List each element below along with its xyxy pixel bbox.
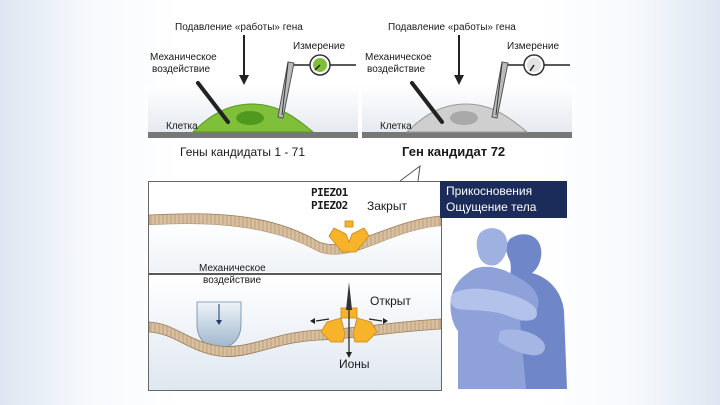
meter-needle xyxy=(529,64,535,72)
panel-candidates-1-71: Подавление «работы» гена Механическое во… xyxy=(148,5,358,165)
mechanical-label-line2: воздействие xyxy=(152,64,211,75)
touch-line1: Прикосновения xyxy=(446,184,533,198)
caption-candidate-72: Ген кандидат 72 xyxy=(402,144,506,159)
panel-candidate-72: Подавление «работы» гена Механическое во… xyxy=(362,5,572,165)
tension-arrowhead-left xyxy=(310,318,315,324)
tension-arrow-right xyxy=(368,318,383,322)
meter-needle xyxy=(314,64,321,71)
suppression-label: Подавление «работы» гена xyxy=(175,22,303,33)
cell-label: Клетка xyxy=(166,121,198,132)
piezo-graphic xyxy=(149,213,441,390)
dish-base xyxy=(148,132,358,138)
mechanical-dome-arrowhead xyxy=(216,320,222,325)
pipette-wire xyxy=(495,62,503,116)
caption-candidates-1-71: Гены кандидаты 1 - 71 xyxy=(180,145,306,159)
green-cell-nucleus xyxy=(236,111,264,125)
piezo1-label: PIEZO1 xyxy=(311,186,348,199)
figure-arm-lower xyxy=(498,329,546,356)
ions-label: Ионы xyxy=(339,357,370,371)
mechanical-probe xyxy=(196,81,230,124)
panel-candidate-72-graphic xyxy=(362,35,572,138)
grey-cell-nucleus xyxy=(450,111,478,125)
ion-flow-arrowhead xyxy=(346,352,352,358)
measurement-label: Измерение xyxy=(293,41,346,52)
ion-funnel xyxy=(346,282,352,310)
suppression-label: Подавление «работы» гена xyxy=(388,22,516,33)
open-label: Открыт xyxy=(370,294,411,308)
membrane-upper-shading xyxy=(149,223,441,272)
mechanical-label-line1: Механическое xyxy=(150,52,217,63)
hugging-figures xyxy=(450,228,567,389)
panel-candidates-1-71-graphic xyxy=(148,35,358,138)
measurement-pipette xyxy=(491,61,509,119)
touch-line2: Ощущение тела xyxy=(446,200,537,214)
touch-header xyxy=(440,181,567,218)
dish-base xyxy=(362,132,572,138)
mechanical-label-line2: воздействие xyxy=(367,64,426,75)
closed-label: Закрыт xyxy=(367,199,407,213)
piezo2-label: PIEZO2 xyxy=(311,199,348,212)
cell-label: Клетка xyxy=(380,121,412,132)
suppression-arrowhead xyxy=(239,75,249,85)
figure-front-head xyxy=(476,228,508,266)
mechanical-label-line2: воздействие xyxy=(203,275,262,286)
panel-piezo-channels: PIEZO1 PIEZO2 Закрыт Механическое воздей… xyxy=(148,181,442,391)
tension-arrow-left xyxy=(315,318,330,322)
mechanical-probe xyxy=(410,81,444,124)
measurement-pipette xyxy=(277,61,295,119)
mechanical-label-line1: Механическое xyxy=(365,52,432,63)
piezo-channel-closed xyxy=(328,227,370,253)
measurement-label: Измерение xyxy=(507,41,560,52)
suppression-arrowhead xyxy=(454,75,464,85)
tension-arrowhead-right xyxy=(383,318,388,324)
panel-touch: Прикосновения Ощущение тела xyxy=(440,181,567,389)
callout-pointer xyxy=(399,164,421,182)
piezo-channel-cap xyxy=(344,220,354,228)
mechanical-label-line1: Механическое xyxy=(199,263,266,274)
pipette-wire xyxy=(281,62,289,116)
figure-arm xyxy=(450,288,538,321)
